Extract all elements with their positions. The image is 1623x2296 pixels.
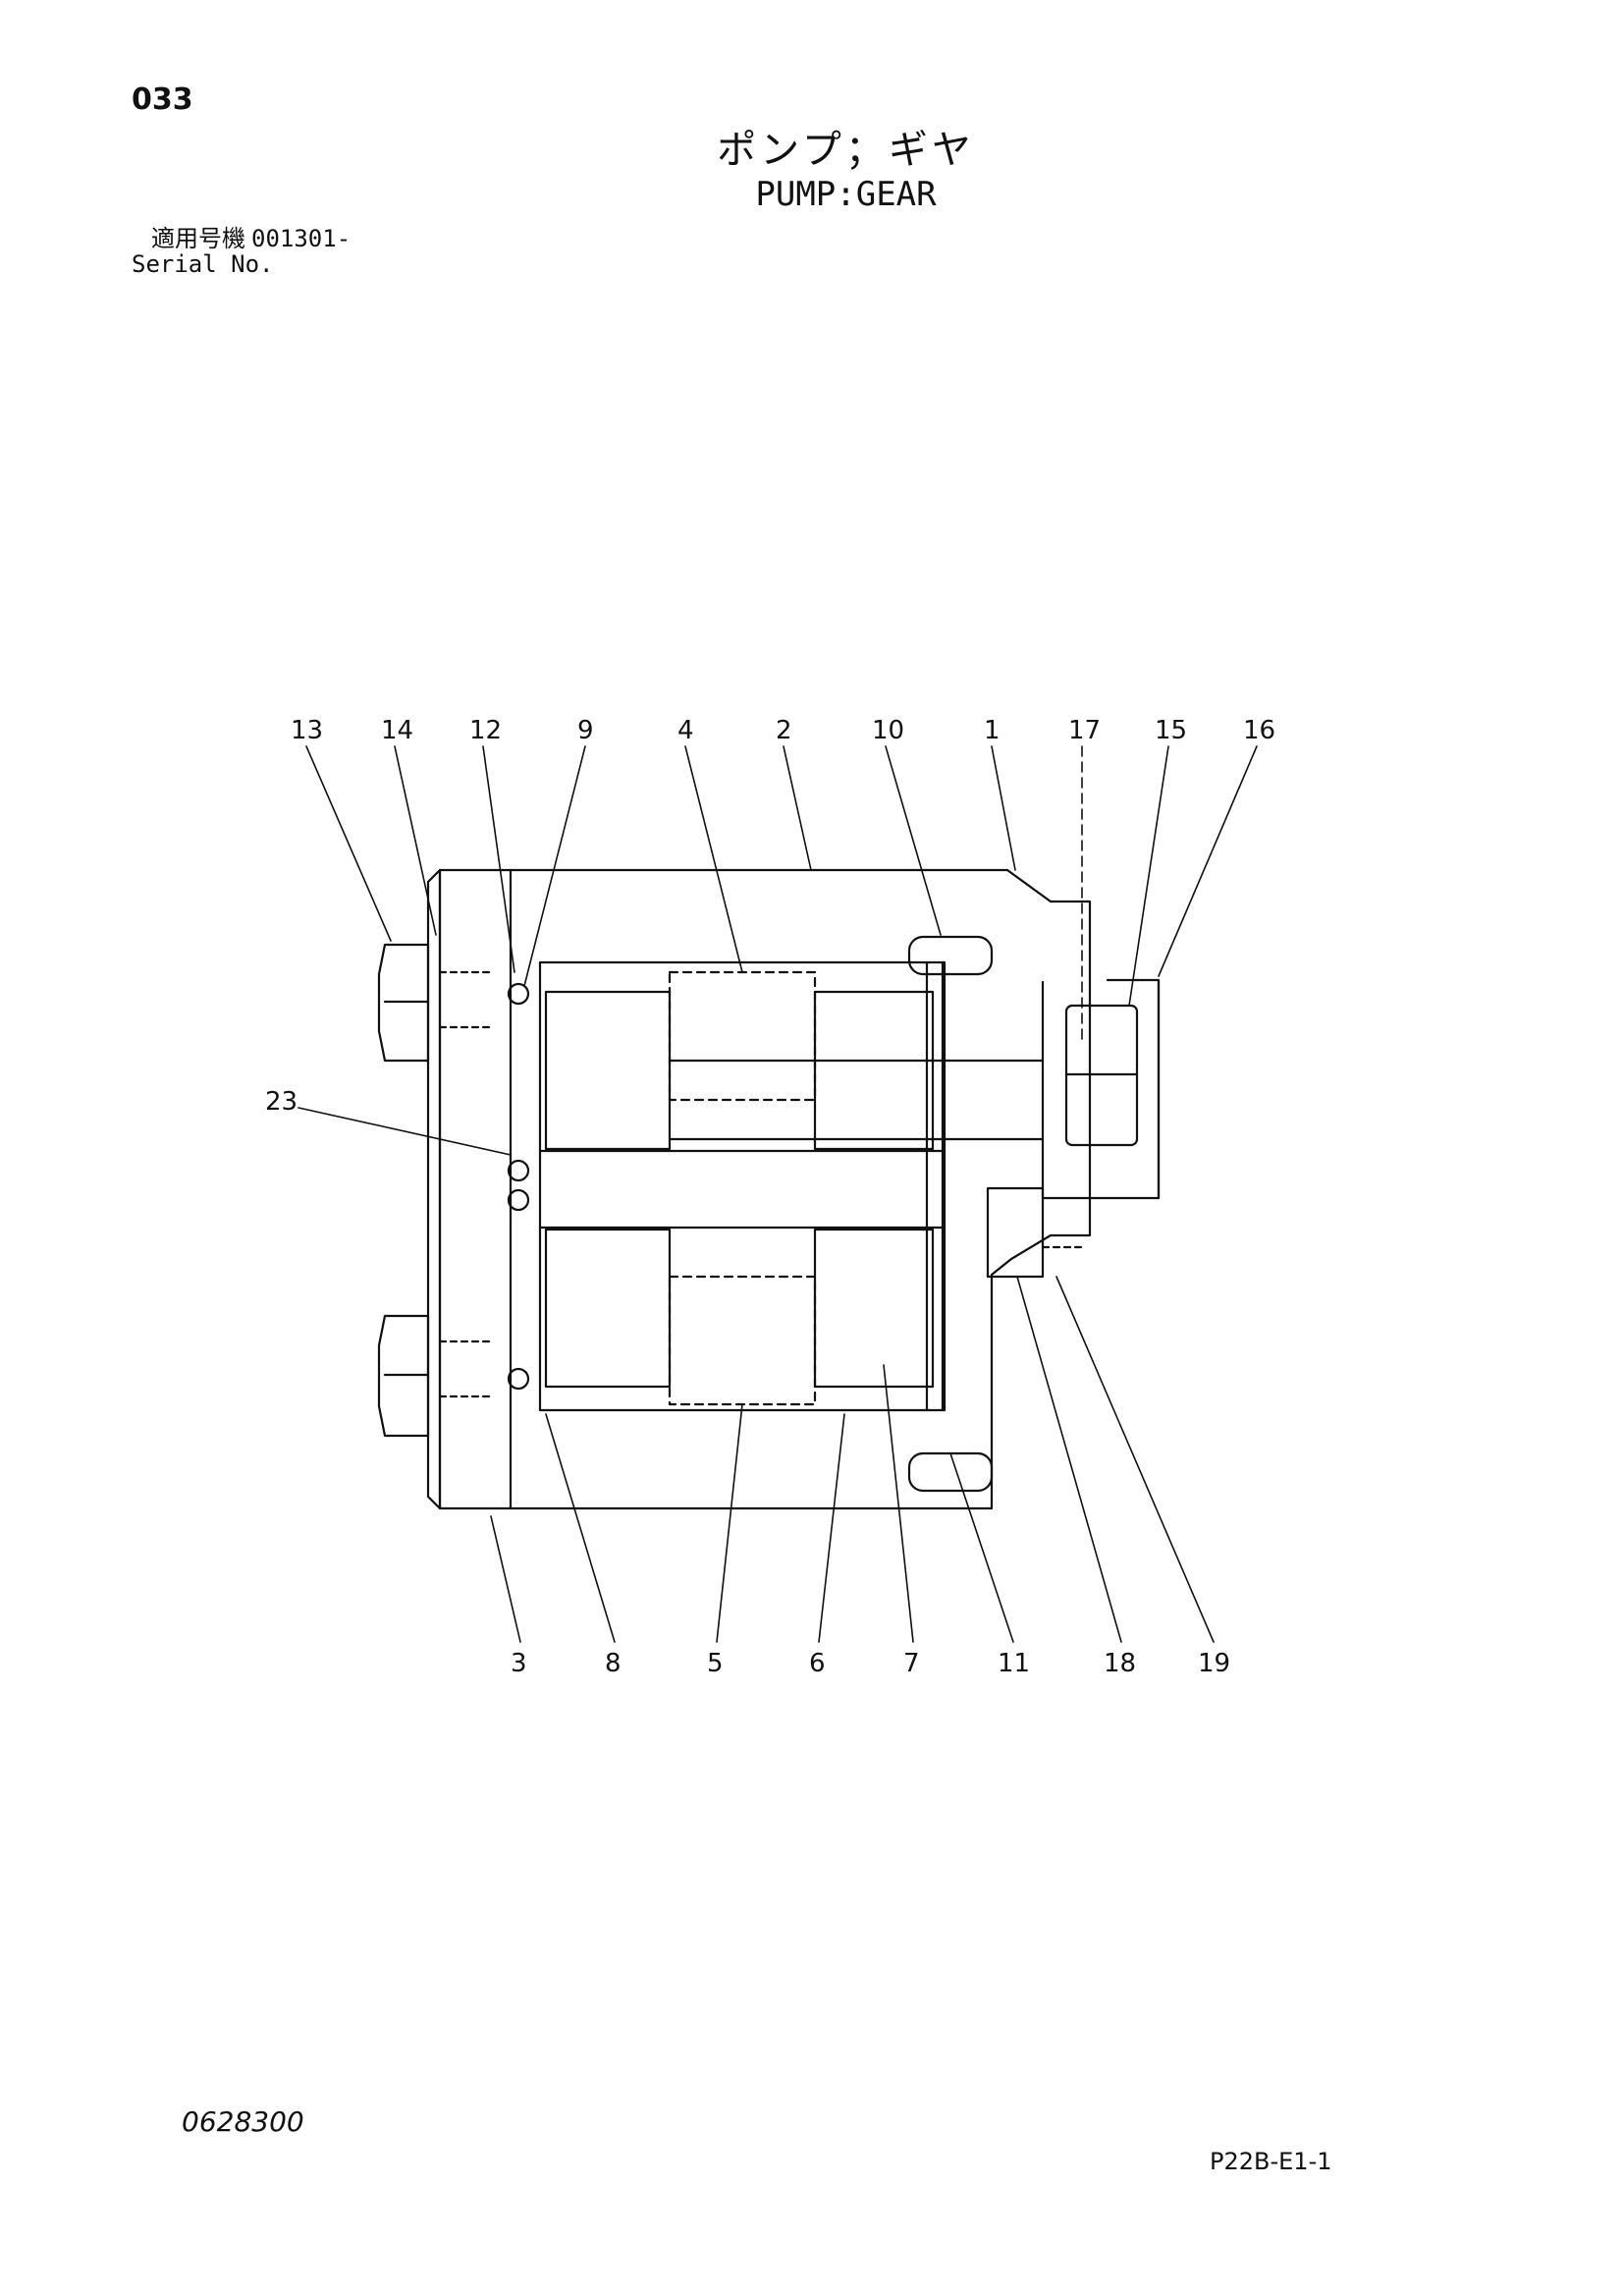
dowel-pins <box>907 935 994 1493</box>
o-rings <box>507 982 530 1391</box>
page-number: 033 <box>132 82 193 117</box>
callout-14: 14 <box>381 716 413 745</box>
callout-2: 2 <box>776 716 792 745</box>
callout-16: 16 <box>1243 716 1275 745</box>
title-english: PUMP:GEAR <box>755 175 937 214</box>
coupling <box>986 1004 1139 1279</box>
sheet-code: P22B-E1-1 <box>1210 2148 1332 2175</box>
callout-4: 4 <box>677 716 694 745</box>
serial-label-en: Serial No. <box>132 250 274 278</box>
title-japanese: ポンプ；ギヤ <box>717 128 975 173</box>
callout-3: 3 <box>511 1649 527 1678</box>
callout-1: 1 <box>984 716 1001 745</box>
callout-23: 23 <box>265 1087 298 1117</box>
callout-labels-top: 13 14 12 9 4 2 10 1 17 15 16 <box>291 716 1275 745</box>
callout-5: 5 <box>707 1649 724 1678</box>
front-flange <box>438 868 513 1510</box>
callout-19: 19 <box>1198 1649 1230 1678</box>
pump-housing-outline <box>426 868 1161 1510</box>
callout-12: 12 <box>469 716 502 745</box>
callout-label-left: 23 <box>265 1087 298 1117</box>
callout-7: 7 <box>903 1649 920 1678</box>
title-block: ポンプ；ギヤ PUMP:GEAR <box>0 126 1623 214</box>
leader-lines <box>298 745 1258 1643</box>
callout-8: 8 <box>605 1649 622 1678</box>
callout-10: 10 <box>872 716 904 745</box>
serial-label-jp: 適用号機 <box>151 225 245 252</box>
callout-labels-bottom: 3 8 5 6 7 11 18 19 <box>511 1649 1230 1678</box>
callout-18: 18 <box>1104 1649 1136 1678</box>
document-code: 0628300 <box>182 2105 304 2138</box>
callout-17: 17 <box>1068 716 1101 745</box>
bolts-left <box>377 943 493 1438</box>
serial-value: 001301- <box>251 225 352 252</box>
callout-13: 13 <box>291 716 323 745</box>
callout-9: 9 <box>577 716 594 745</box>
callout-6: 6 <box>809 1649 826 1678</box>
gear-cavity <box>538 960 1045 1412</box>
callout-11: 11 <box>998 1649 1030 1678</box>
callout-15: 15 <box>1155 716 1187 745</box>
